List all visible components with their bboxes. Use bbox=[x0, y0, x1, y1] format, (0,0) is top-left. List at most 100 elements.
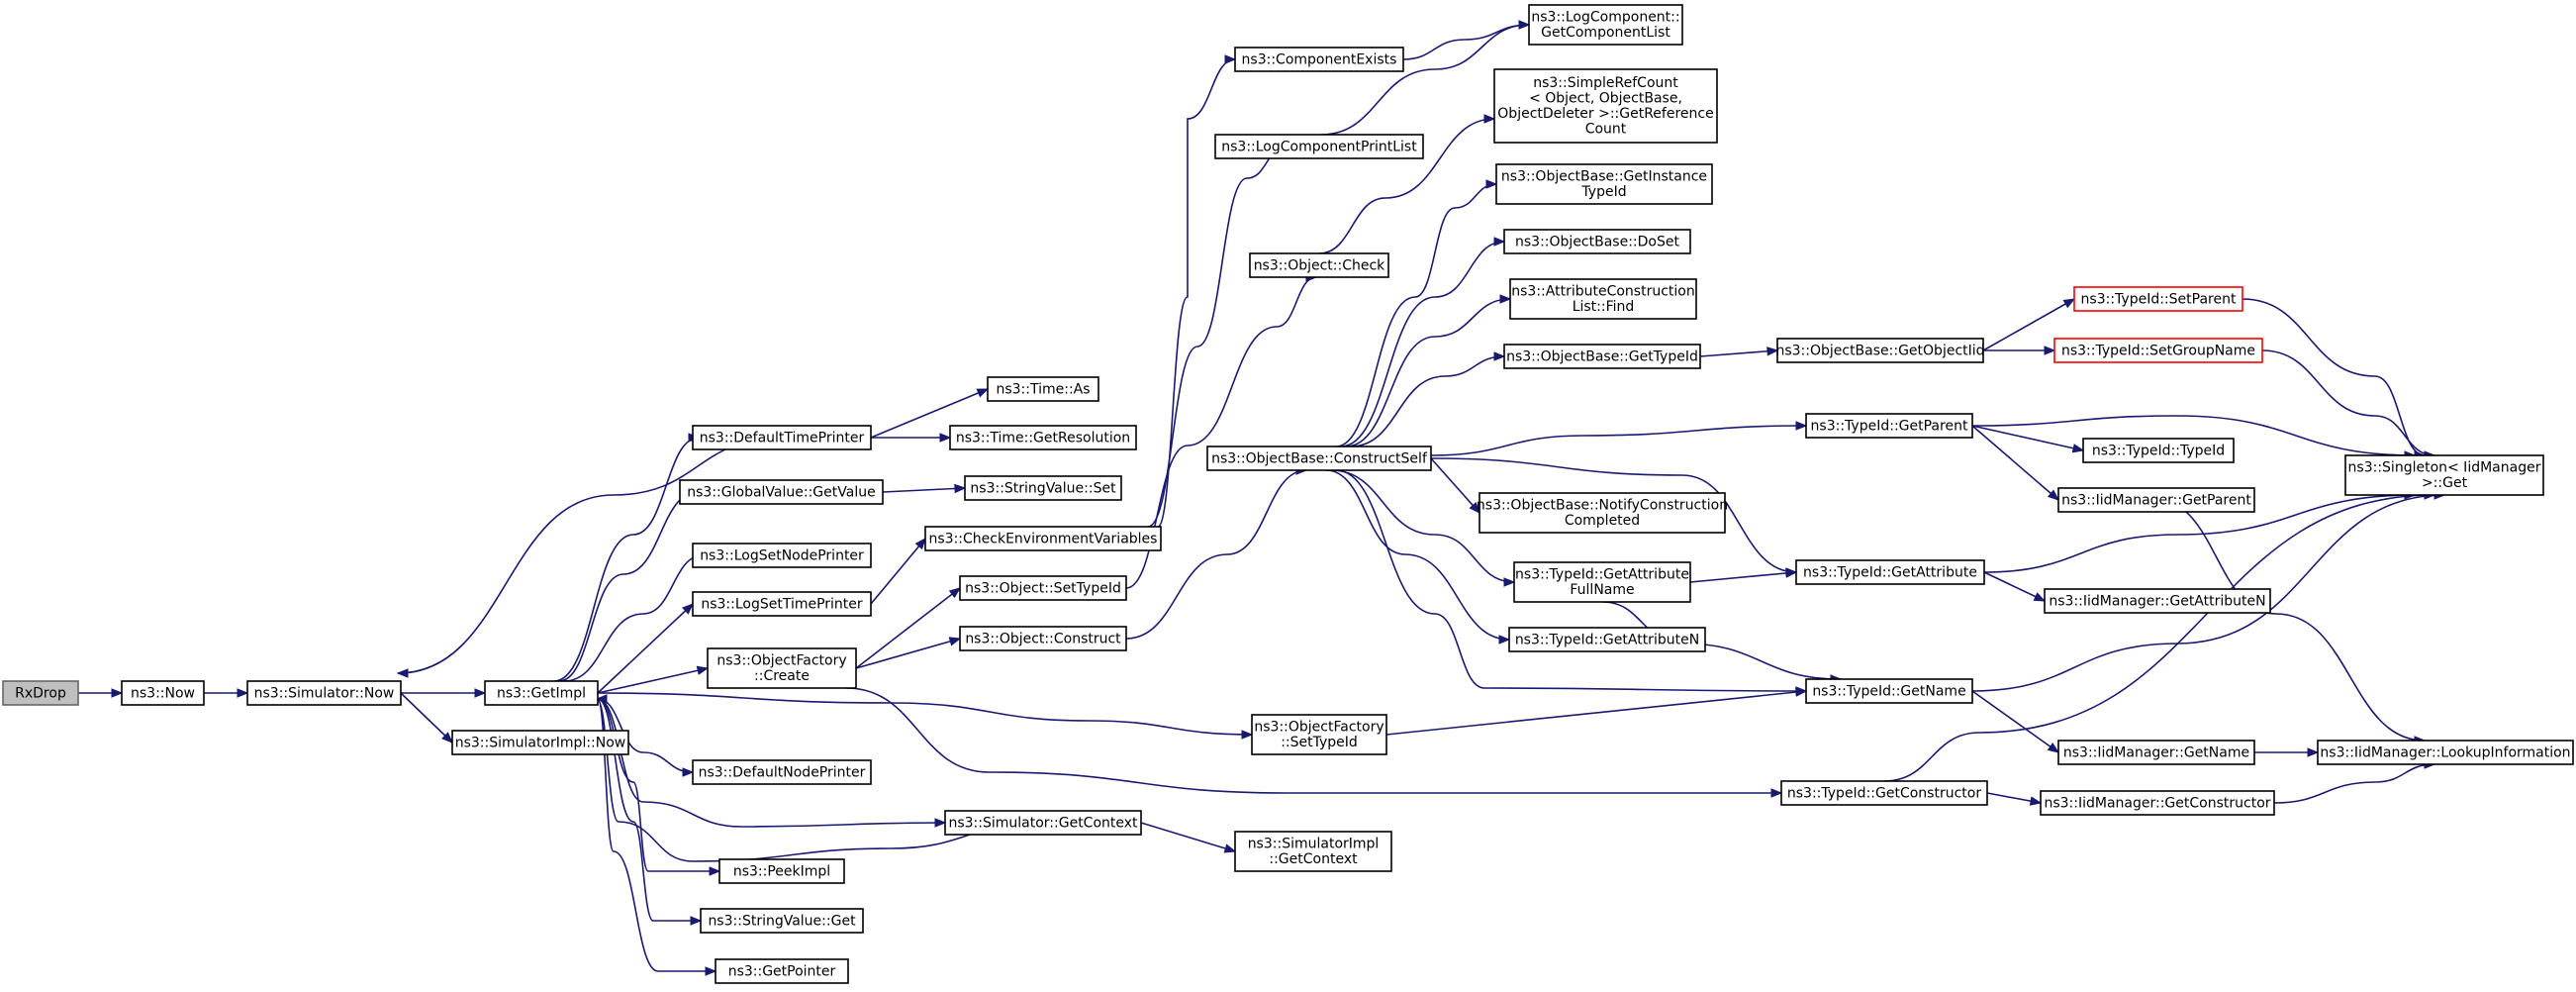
edge-line bbox=[1147, 146, 1288, 528]
node-label-line: ns3::LogSetNodePrinter bbox=[700, 547, 864, 563]
node-box bbox=[1805, 413, 1973, 439]
node-ns3-typeid-getname[interactable]: ns3::TypeId::GetName bbox=[1805, 678, 1973, 704]
arrowhead bbox=[111, 688, 124, 698]
node-ns3-object-construct[interactable]: ns3::Object::Construct bbox=[959, 626, 1127, 651]
edge-line bbox=[855, 587, 961, 669]
node-ns3-typeid-typeid[interactable]: ns3::TypeId::TypeId bbox=[2082, 438, 2235, 463]
node-ns3-peekimpl[interactable]: ns3::PeekImpl bbox=[718, 858, 845, 884]
node-box bbox=[1509, 278, 1697, 320]
edge-line bbox=[1983, 494, 2416, 573]
node-ns3-logcomponent-getcomponentlist[interactable]: ns3::LogComponent::GetComponentList bbox=[1528, 4, 1683, 46]
edge-line bbox=[597, 667, 709, 694]
node-box bbox=[1206, 446, 1432, 471]
node-ns3-objectbase-getobjectiid[interactable]: ns3::ObjectBase::GetObjectIid bbox=[1775, 338, 1985, 363]
node-ns3-object-settypeid[interactable]: ns3::Object::SetTypeId bbox=[959, 575, 1127, 601]
arrowhead bbox=[2029, 796, 2043, 806]
node-ns3-objectbase-constructself[interactable]: ns3::ObjectBase::ConstructSelf bbox=[1206, 446, 1432, 471]
edge-line bbox=[1335, 469, 1807, 692]
node-ns3-typeid-getattributen[interactable]: ns3::TypeId::GetAttributeN bbox=[1508, 627, 1706, 652]
node-ns3-typeid-setparent[interactable]: ns3::TypeId::SetParent bbox=[2073, 286, 2243, 312]
edge-line bbox=[1430, 457, 1480, 514]
node-ns3-time-as[interactable]: ns3::Time::As bbox=[987, 376, 1099, 402]
edge-line bbox=[1699, 349, 1778, 357]
node-ns3-iidmanager-getattributen[interactable]: ns3::IidManager::GetAttributeN bbox=[2044, 588, 2271, 614]
node-ns3-simplerefcount-object-objectbase-objectdeleter-getreference-count[interactable]: ns3::SimpleRefCount< Object, ObjectBase,… bbox=[1493, 68, 1718, 144]
arrowhead bbox=[682, 603, 694, 615]
arrowhead bbox=[1795, 421, 1808, 431]
node-label-line: ns3::LogComponentPrintList bbox=[1221, 139, 1417, 154]
node-box bbox=[1805, 678, 1973, 704]
edge-line bbox=[1982, 298, 2075, 351]
edge-line bbox=[1385, 690, 1807, 736]
node-box bbox=[700, 908, 864, 934]
node-ns3-simulatorimpl-now[interactable]: ns3::SimulatorImpl::Now bbox=[451, 730, 629, 755]
node-ns3-typeid-setgroupname[interactable]: ns3::TypeId::SetGroupName bbox=[2053, 338, 2263, 363]
node-ns3-getimpl[interactable]: ns3::GetImpl bbox=[484, 680, 599, 706]
node-ns3-typeid-getparent[interactable]: ns3::TypeId::GetParent bbox=[1805, 413, 1973, 439]
node-label-line: List::Find bbox=[1573, 299, 1635, 315]
edge-ns3-typeid-getattribute-to-ns3-iidmanager-getattributen bbox=[1983, 571, 2047, 602]
node-box bbox=[451, 730, 629, 755]
node-ns3-stringvalue-set[interactable]: ns3::StringValue::Set bbox=[964, 475, 1122, 501]
arrowhead bbox=[1469, 502, 1480, 515]
node-box bbox=[1493, 68, 1718, 144]
node-ns3-logsettimeprinter[interactable]: ns3::LogSetTimePrinter bbox=[692, 591, 872, 617]
node-rxdrop[interactable]: RxDrop bbox=[2, 680, 79, 706]
node-ns3-logsetnodeprinter[interactable]: ns3::LogSetNodePrinter bbox=[692, 543, 872, 568]
node-ns3-defaulttimeprinter[interactable]: ns3::DefaultTimePrinter bbox=[692, 425, 872, 450]
arrowhead bbox=[939, 433, 952, 443]
node-box bbox=[949, 425, 1137, 450]
node-ns3-globalvalue-getvalue[interactable]: ns3::GlobalValue::GetValue bbox=[679, 479, 884, 505]
arrowhead bbox=[2044, 346, 2056, 355]
node-box bbox=[1495, 163, 1713, 205]
node-ns3-objectbase-doset[interactable]: ns3::ObjectBase::DoSet bbox=[1503, 229, 1691, 254]
edge-line bbox=[597, 698, 694, 773]
arrowhead bbox=[2033, 592, 2047, 602]
node-ns3-objectfactory-create[interactable]: ns3::ObjectFactory::Create bbox=[707, 647, 857, 689]
node-ns3-object-check[interactable]: ns3::Object::Check bbox=[1249, 252, 1389, 278]
node-ns3-componentexists[interactable]: ns3::ComponentExists bbox=[1234, 47, 1404, 72]
edge-ns3-objectbase-constructself-to-ns3-objectbase-gettypeid bbox=[1350, 351, 1506, 447]
edge-line bbox=[1430, 457, 1797, 573]
node-ns3-iidmanager-lookupinformation[interactable]: ns3::IidManager::LookupInformation bbox=[2317, 740, 2574, 765]
node-ns3-simulator-getcontext[interactable]: ns3::Simulator::GetContext bbox=[944, 810, 1142, 836]
node-ns3-iidmanager-getconstructor[interactable]: ns3::IidManager::GetConstructor bbox=[2040, 790, 2275, 816]
node-label-line: ns3::ObjectBase::ConstructSelf bbox=[1211, 450, 1428, 466]
node-ns3-stringvalue-get[interactable]: ns3::StringValue::Get bbox=[700, 908, 864, 934]
arrowhead bbox=[1485, 179, 1498, 189]
edge-line bbox=[1971, 425, 2059, 501]
edge-line bbox=[2242, 298, 2426, 456]
node-ns3-simulatorimpl-getcontext[interactable]: ns3::SimulatorImpl::GetContext bbox=[1234, 831, 1392, 872]
arrowhead bbox=[705, 966, 717, 976]
node-ns3-now[interactable]: ns3::Now bbox=[121, 680, 205, 706]
node-ns3-iidmanager-getparent[interactable]: ns3::IidManager::GetParent bbox=[2057, 487, 2255, 513]
edge-ns3-simulator-now-to-ns3-simulatorimpl-now bbox=[400, 692, 453, 744]
node-ns3-typeid-getattribute[interactable]: ns3::TypeId::GetAttribute bbox=[1795, 559, 1985, 585]
node-ns3-logcomponentprintlist[interactable]: ns3::LogComponentPrintList bbox=[1214, 134, 1424, 159]
node-box bbox=[2073, 286, 2243, 312]
edge-line bbox=[870, 388, 989, 439]
node-ns3-objectfactory-settypeid[interactable]: ns3::ObjectFactory::SetTypeId bbox=[1251, 714, 1387, 755]
node-ns3-getpointer[interactable]: ns3::GetPointer bbox=[715, 958, 849, 984]
arrowhead bbox=[690, 916, 703, 926]
node-ns3-iidmanager-getname[interactable]: ns3::IidManager::GetName bbox=[2057, 740, 2255, 765]
node-ns3-checkenvironmentvariables[interactable]: ns3::CheckEnvironmentVariables bbox=[924, 526, 1162, 551]
node-box bbox=[2057, 487, 2255, 513]
edge-ns3-objectbase-constructself-to-ns3-objectbase-notifyconstruction-completed bbox=[1430, 457, 1480, 515]
arrowhead bbox=[474, 688, 487, 698]
node-box bbox=[2344, 454, 2544, 496]
node-ns3-defaultnodeprinter[interactable]: ns3::DefaultNodePrinter bbox=[692, 759, 872, 785]
node-ns3-typeid-getconstructor[interactable]: ns3::TypeId::GetConstructor bbox=[1780, 780, 1988, 806]
node-box bbox=[1503, 344, 1701, 369]
edge-ns3-typeid-getattribute-fullname-to-ns3-typeid-getattribute bbox=[1689, 568, 1798, 583]
node-label-line: GetComponentList bbox=[1541, 25, 1670, 41]
node-ns3-objectbase-gettypeid[interactable]: ns3::ObjectBase::GetTypeId bbox=[1503, 344, 1701, 369]
node-ns3-singleton-iidmanager-get[interactable]: ns3::Singleton< IidManager>::Get bbox=[2344, 454, 2544, 496]
edge-ns3-globalvalue-getvalue-to-ns3-stringvalue-set bbox=[882, 483, 967, 494]
node-ns3-simulator-now[interactable]: ns3::Simulator::Now bbox=[246, 680, 402, 706]
node-ns3-time-getresolution[interactable]: ns3::Time::GetResolution bbox=[949, 425, 1137, 450]
node-ns3-objectbase-notifyconstruction-completed[interactable]: ns3::ObjectBase::NotifyConstructionCompl… bbox=[1477, 492, 1728, 534]
